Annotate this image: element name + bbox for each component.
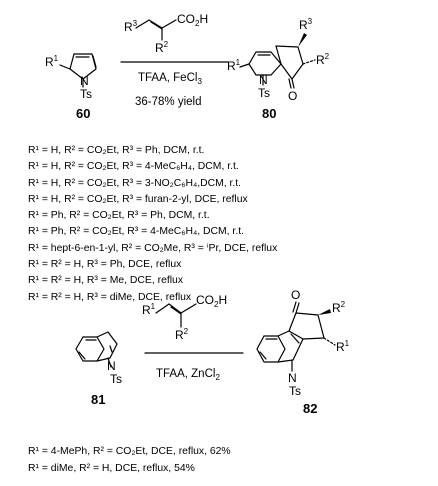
svg-text:R1: R1 <box>142 302 156 317</box>
svg-text:R1: R1 <box>45 54 59 69</box>
reagents-1: TFAA, FeCl <box>138 72 197 84</box>
ts-label-82: Ts <box>289 384 301 398</box>
svg-text:R2: R2 <box>332 300 346 315</box>
r1-label-60: R <box>45 55 54 69</box>
svg-text:R2: R2 <box>316 52 330 67</box>
svg-text:R2: R2 <box>175 327 189 342</box>
svg-text:TFAA, FeCl3: TFAA, FeCl3 <box>138 72 202 86</box>
n-atom-60: N <box>80 74 89 88</box>
n-atom-82: N <box>288 371 297 385</box>
wedge-bond-r2 <box>318 309 331 315</box>
compound-80-label: 80 <box>262 106 276 121</box>
svg-text:R2: R2 <box>155 40 169 55</box>
condition-row: R¹ = hept-6-en-1-yl, R² = CO₂Me, R³ = ⁱP… <box>28 242 278 254</box>
o-atom-80: O <box>288 89 297 103</box>
yield-range: 36-78% yield <box>135 96 201 108</box>
svg-text:R3: R3 <box>124 19 138 34</box>
r1-label-reagent-2: R <box>142 303 151 317</box>
condition-row: R¹ = H, R² = CO₂Et, R³ = Ph, DCM, r.t. <box>28 145 205 156</box>
svg-text:TFAA, ZnCl2: TFAA, ZnCl2 <box>156 368 220 382</box>
compound-80-structure <box>239 45 316 89</box>
scheme1-conditions-list: R¹ = H, R² = CO₂Et, R³ = Ph, DCM, r.t. R… <box>28 143 277 306</box>
r2-label-82: R <box>332 301 341 315</box>
acrylic-acid-reagent-1 <box>135 19 177 41</box>
r2-label-reagent-1: R <box>155 41 164 55</box>
svg-text:CO2H: CO2H <box>196 293 227 309</box>
r3-label-reagent-1: R <box>124 20 133 34</box>
compound-81-label: 81 <box>91 392 105 407</box>
o-atom-82: O <box>291 288 300 302</box>
condition-row: R¹ = diMe, R² = H, DCE, reflux, 54% <box>28 463 195 474</box>
compound-82-label: 82 <box>303 401 317 416</box>
r2-label-reagent-2: R <box>175 328 184 342</box>
compound-60-structure <box>59 53 97 88</box>
condition-row: R¹ = H, R² = CO₂Et, R³ = 4-MeC₆H₄, DCM, … <box>28 161 239 173</box>
condition-row: R¹ = Ph, R² = CO₂Et, R³ = 4-MeC₆H₄, DCM,… <box>28 226 244 238</box>
acid-group-2: CO <box>196 293 214 307</box>
condition-row: R¹ = H, R² = CO₂Et, R³ = 3-NO₂C₆H₄,DCM, … <box>28 177 242 189</box>
condition-row: R¹ = R² = H, R³ = Ph, DCE, reflux <box>28 259 182 271</box>
svg-text:R1: R1 <box>227 58 241 73</box>
compound-82-structure <box>256 301 336 372</box>
svg-text:CO2H: CO2H <box>177 12 208 28</box>
r3-label-80: R <box>299 18 308 32</box>
scheme2-conditions-list: R¹ = 4-MePh, R² = CO₂Et, DCE, reflux, 62… <box>28 443 231 477</box>
condition-row: R¹ = R² = H, R³ = diMe, DCE, reflux <box>28 291 192 303</box>
svg-text:R3: R3 <box>299 17 313 32</box>
condition-row: R¹ = H, R² = CO₂Et, R³ = furan-2-yl, DCE… <box>28 193 248 205</box>
ts-label-60: Ts <box>80 87 92 101</box>
condition-row: R¹ = R² = H, R³ = Me, DCE, reflux <box>28 275 184 287</box>
svg-text:R1: R1 <box>336 339 350 354</box>
ts-label-80: Ts <box>258 86 270 100</box>
wedge-bond-r3 <box>298 33 307 47</box>
condition-row: R¹ = 4-MePh, R² = CO₂Et, DCE, reflux, 62… <box>28 446 231 457</box>
acrylic-acid-reagent-2 <box>155 303 197 328</box>
reagents-2: TFAA, ZnCl <box>156 368 215 380</box>
compound-60-label: 60 <box>76 106 90 121</box>
r1-label-82: R <box>336 340 345 354</box>
ts-label-81: Ts <box>110 372 122 386</box>
compound-81-structure <box>75 331 118 368</box>
r2-label-80: R <box>316 53 325 67</box>
r1-label-80: R <box>227 59 236 73</box>
n-atom-80: N <box>259 73 268 87</box>
acid-group-1: CO <box>177 12 195 26</box>
condition-row: R¹ = Ph, R² = CO₂Et, R³ = Ph, DCM, r.t. <box>28 210 210 222</box>
n-atom-81: N <box>107 359 116 373</box>
